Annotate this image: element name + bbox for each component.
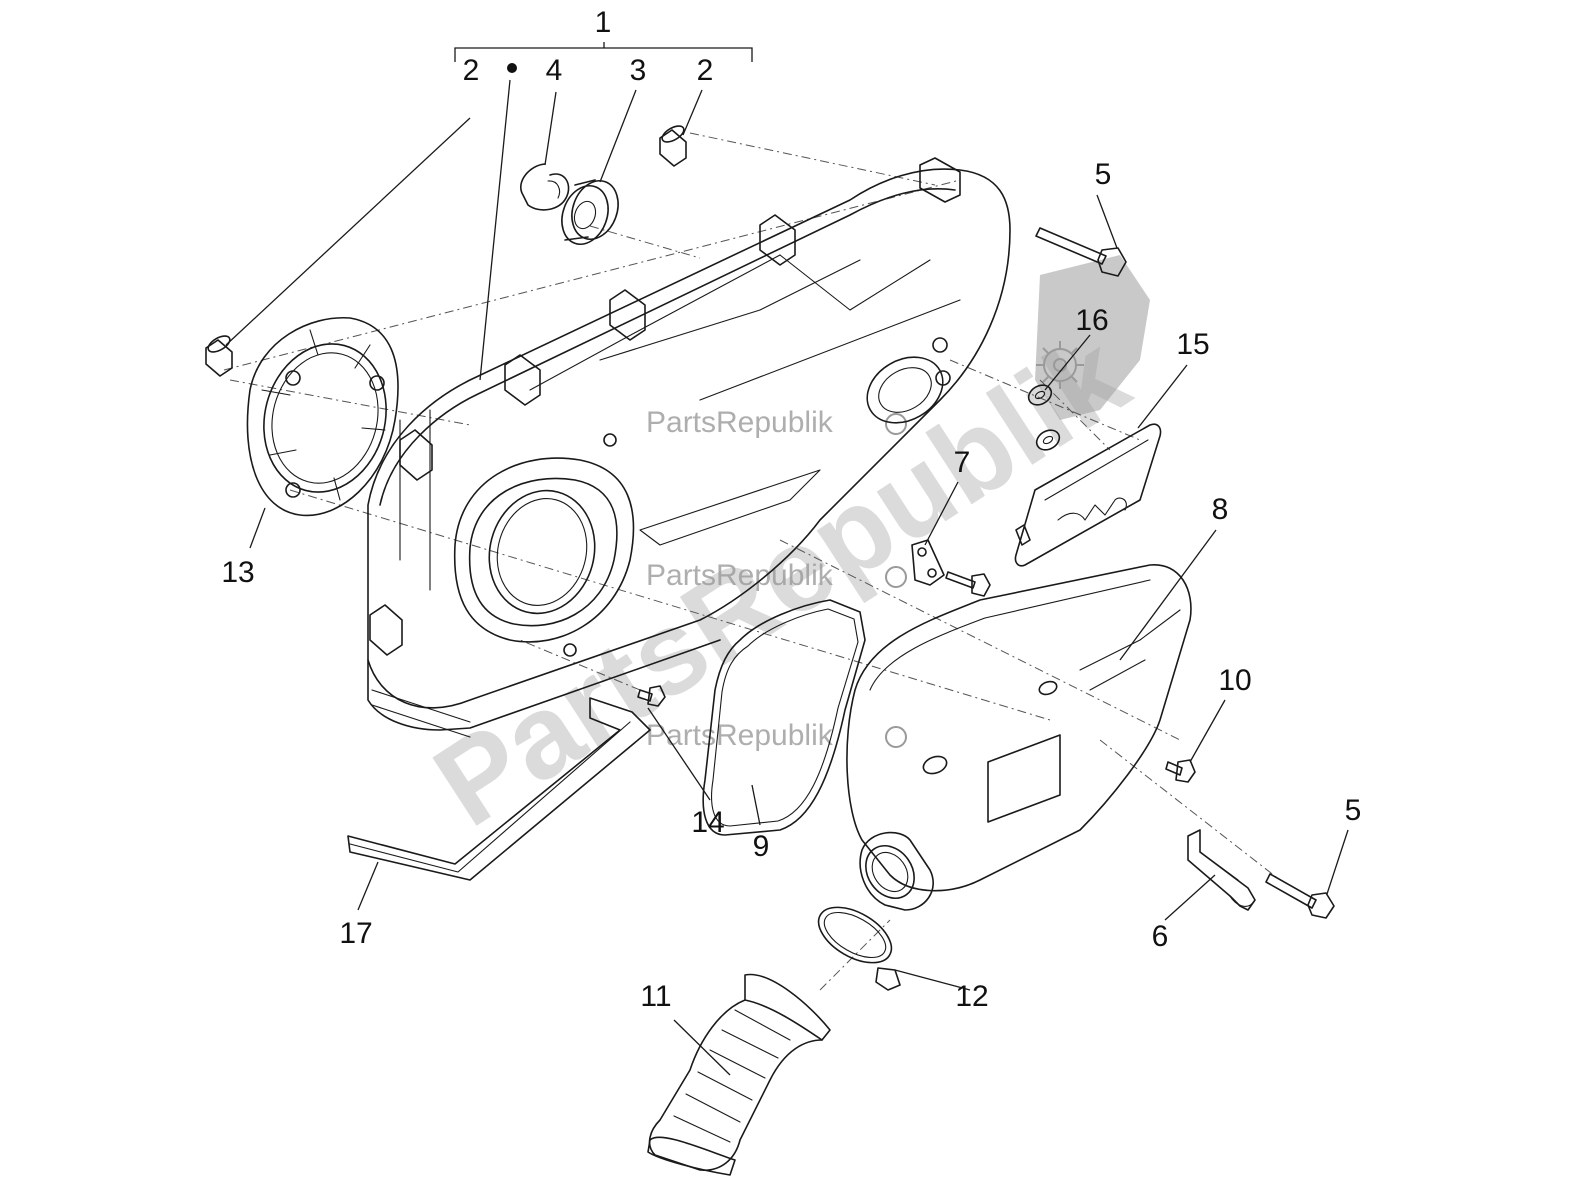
callout-10: 10 [1218,664,1251,697]
callout-13: 13 [221,556,254,589]
callout-5-upper: 5 [1095,158,1112,191]
included-in-assembly-dot [507,63,517,73]
callout-1: 1 [595,6,612,39]
bearing [561,179,619,245]
callout-9: 9 [753,830,770,863]
callout-11: 11 [640,980,671,1013]
bolt-upper [1035,227,1127,277]
watermark-shield-logo [1035,255,1150,420]
watermark-small-gear-icon [885,413,907,748]
transmission-cover [367,157,1011,738]
badge-plate [1014,423,1162,567]
bolt-lower [1265,873,1335,919]
intake-duct [647,973,831,1176]
callout-8: 8 [1212,493,1229,526]
callout-5-lower: 5 [1345,794,1362,827]
callout-2-left: 2 [463,54,480,87]
watermark-small-text-3: PartsRepublik [646,719,834,752]
circlip [520,163,570,211]
callout-12: 12 [955,980,988,1013]
callout-2-right: 2 [697,54,714,87]
screw [1165,759,1196,783]
leader-lines [225,79,1349,1076]
callout-labels: 1 2 2 3 4 5 5 6 7 8 9 10 11 12 13 14 15 … [221,6,1361,1013]
callout-14: 14 [691,806,724,839]
callout-15: 15 [1176,328,1209,361]
filter-gasket [702,599,866,836]
callout-16: 16 [1075,304,1108,337]
watermark-gear-logo [1036,341,1084,389]
cover-plate [246,317,399,517]
dowel-pin-right [659,125,687,167]
callout-3: 3 [630,54,647,87]
air-filter-housing [846,564,1192,911]
callout-17: 17 [339,917,372,950]
small-bolt [637,685,666,707]
callout-6: 6 [1152,920,1169,953]
callout-7: 7 [954,446,971,479]
watermark: PartsRepublik PartsRepublik PartsRepubli… [412,255,1150,852]
clip-and-bolt [911,539,991,597]
callout-4: 4 [546,54,563,87]
assembly-bracket [454,42,753,73]
dowel-pin-left [205,335,233,377]
assembly-axes [223,132,1281,991]
grommets [1027,384,1061,451]
seal-strip [347,697,651,881]
watermark-small-text-1: PartsRepublik [646,406,834,439]
hose-clamp [817,906,901,991]
mounting-bracket [1187,829,1256,911]
watermark-small-text-2: PartsRepublik [646,559,834,592]
